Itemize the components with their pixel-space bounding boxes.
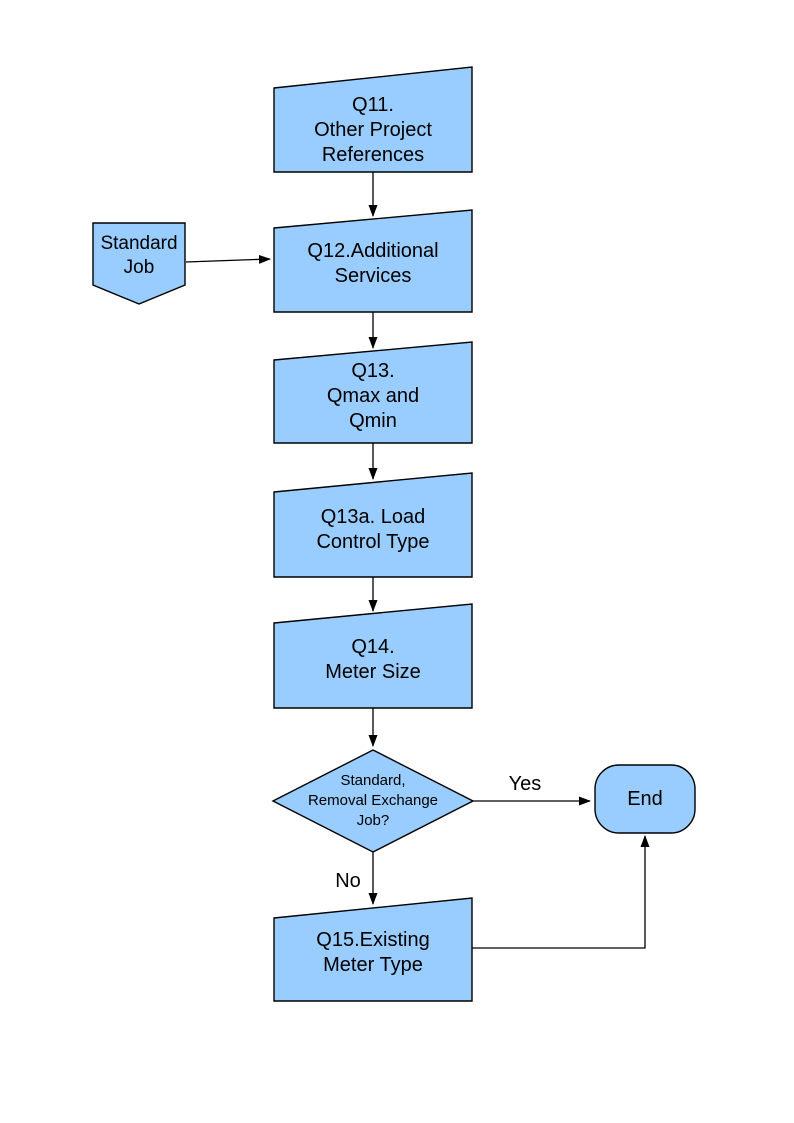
q14-meter-size-shape [273,603,473,709]
q15-label: Q15.Existing Meter Type [316,929,430,976]
decision-label: Standard, Removal Exchange Job? [307,772,439,829]
decision-diamond-shape [271,749,475,853]
q13a-label: Q13a. Load Control Type [316,505,430,553]
q13-qmax-qmin-shape [273,341,473,444]
end-terminator-shape [594,764,696,834]
standard-job-offpage-connector-shape [92,222,186,305]
q15-existing-meter-type-shape [273,897,473,1002]
connector-standardjob-q12 [185,254,271,264]
connector-q15-end [472,835,650,949]
yes-edge-label: Yes [508,773,542,795]
q11-other-project-references-shape [273,66,473,173]
q13a-load-control-type-shape [273,472,473,578]
q14-label: Q14. Meter Size [325,636,421,683]
standard-job-label: Standard Job [100,233,178,278]
no-edge-label: No [335,870,361,892]
q11-label: Q11. Other Project References [314,93,432,166]
q12-label: Q12.Additional Services [307,239,439,287]
end-label: End [627,787,663,810]
q12-additional-services-shape [273,209,473,313]
q13-label: Q13. Qmax and Qmin [326,359,420,432]
